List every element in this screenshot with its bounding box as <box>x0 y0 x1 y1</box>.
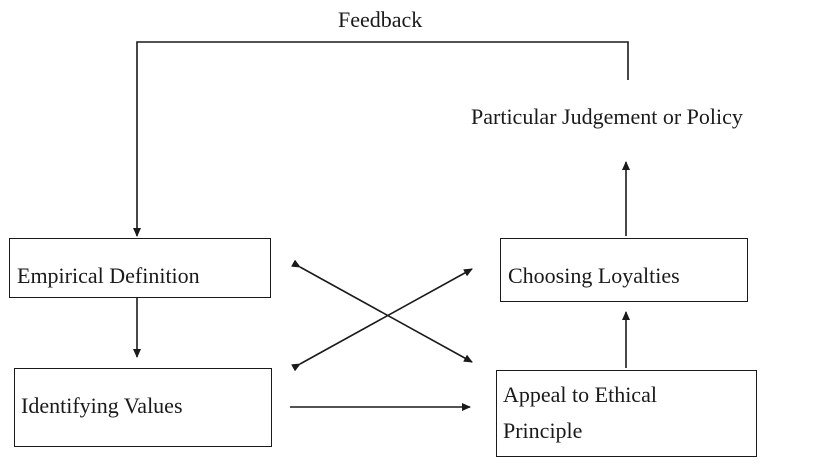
node-appeal-ethical-principle <box>496 370 757 457</box>
node-empirical-definition-label: Empirical Definition <box>17 263 200 288</box>
node-appeal-line2: Principle <box>503 418 583 443</box>
node-empirical-definition <box>9 238 271 298</box>
feedback-label: Feedback <box>338 7 423 32</box>
judgement-label: Particular Judgement or Policy <box>471 104 743 129</box>
node-choosing-loyalties-label: Choosing Loyalties <box>508 263 680 288</box>
feedback-loop-line <box>133 41 629 237</box>
cross-arrow-identifying-choosing <box>291 268 473 372</box>
node-choosing-loyalties <box>500 238 748 302</box>
node-appeal-ethical-principle-label: Appeal to Ethical Principle <box>503 377 657 449</box>
node-identifying-values <box>14 368 272 447</box>
node-appeal-line1: Appeal to Ethical <box>503 382 657 407</box>
node-identifying-values-label: Identifying Values <box>21 393 183 418</box>
cross-arrow-empirical-appeal <box>291 259 473 363</box>
